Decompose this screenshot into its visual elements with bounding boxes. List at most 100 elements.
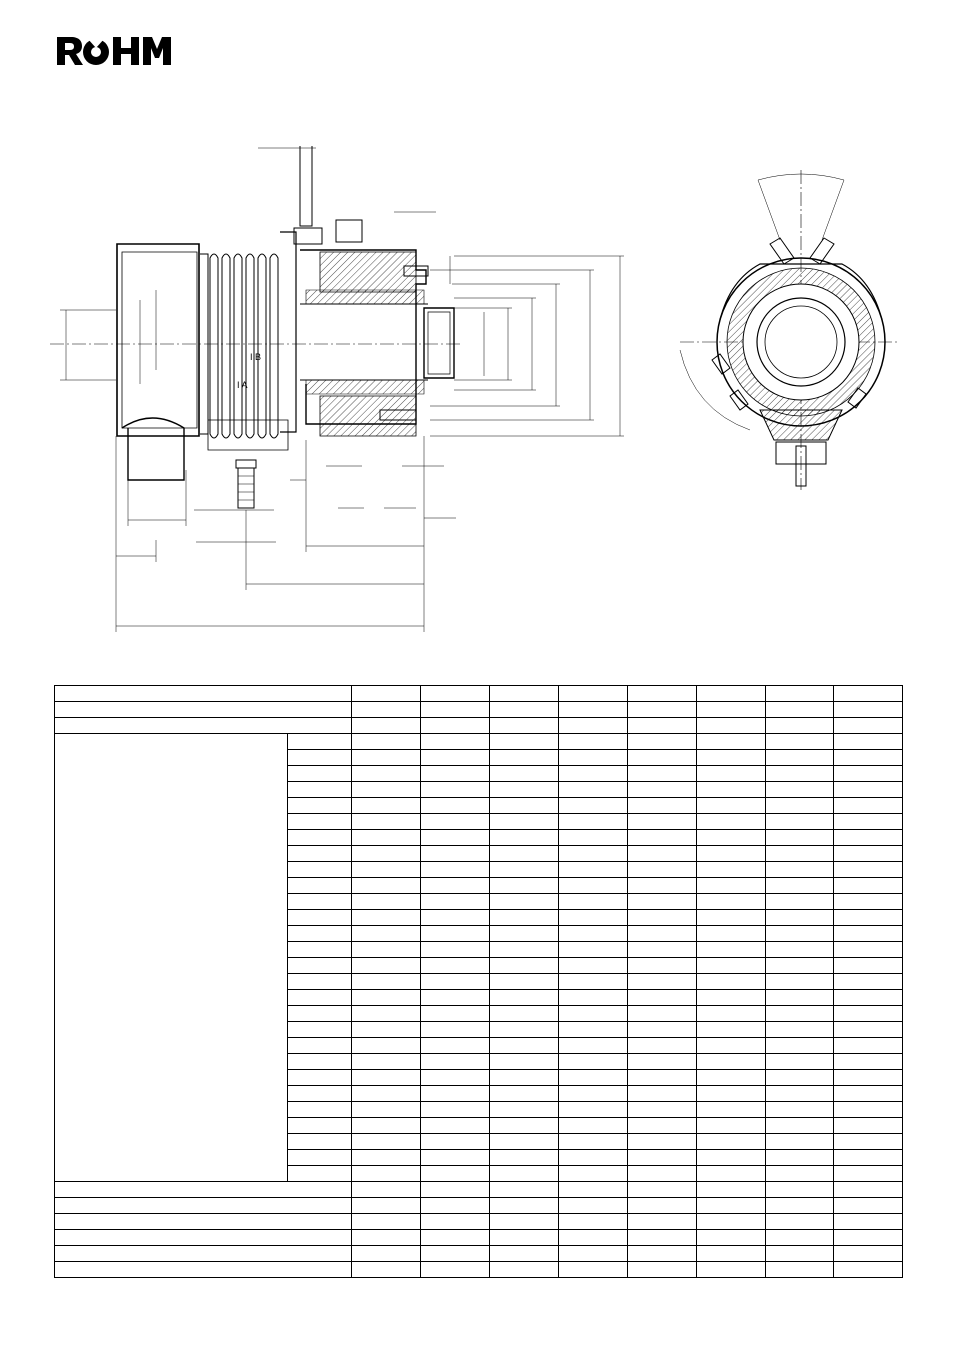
table-cell xyxy=(765,829,834,846)
table-cell xyxy=(627,1181,697,1198)
table-row xyxy=(54,1053,903,1070)
table-cell xyxy=(627,701,697,718)
table-row xyxy=(54,1245,903,1262)
table-cell xyxy=(765,765,834,782)
table-cell xyxy=(54,1133,288,1150)
table-cell xyxy=(420,989,490,1006)
table-cell xyxy=(54,1229,352,1246)
table-cell xyxy=(558,973,628,990)
table-cell xyxy=(558,717,628,734)
table-cell xyxy=(558,893,628,910)
table-cell xyxy=(558,781,628,798)
table-cell xyxy=(54,909,288,926)
table-cell xyxy=(351,1021,421,1038)
table-cell xyxy=(627,717,697,734)
table-cell xyxy=(833,861,903,878)
table-cell xyxy=(833,1117,903,1134)
table-cell xyxy=(420,1021,490,1038)
table-cell xyxy=(54,701,352,718)
table-cell xyxy=(627,1213,697,1230)
table-cell xyxy=(696,1261,766,1278)
table-cell xyxy=(558,701,628,718)
table-cell xyxy=(765,1261,834,1278)
table-cell xyxy=(627,973,697,990)
table-cell xyxy=(420,813,490,830)
table-cell xyxy=(765,701,834,718)
table-cell xyxy=(696,1197,766,1214)
table-cell xyxy=(54,765,288,782)
table-cell xyxy=(833,749,903,766)
table-cell xyxy=(420,1181,490,1198)
table-cell xyxy=(287,1165,352,1182)
table-cell xyxy=(287,733,352,750)
table-cell xyxy=(627,845,697,862)
table-cell xyxy=(765,1101,834,1118)
table-cell xyxy=(489,893,559,910)
table-cell xyxy=(54,829,288,846)
table-cell xyxy=(287,1101,352,1118)
table-cell xyxy=(287,925,352,942)
table-cell xyxy=(696,957,766,974)
table-cell xyxy=(489,1005,559,1022)
table-cell xyxy=(765,1229,834,1246)
table-cell xyxy=(696,925,766,942)
table-row xyxy=(54,749,903,766)
table-cell xyxy=(833,1229,903,1246)
table-cell xyxy=(627,1005,697,1022)
table-cell xyxy=(351,989,421,1006)
table-cell xyxy=(54,1101,288,1118)
table-cell xyxy=(351,925,421,942)
table-row xyxy=(54,957,903,974)
table-cell xyxy=(489,829,559,846)
table-cell xyxy=(351,733,421,750)
table-cell xyxy=(351,1069,421,1086)
table-cell xyxy=(420,893,490,910)
table-cell xyxy=(696,877,766,894)
table-cell xyxy=(627,1197,697,1214)
table-cell xyxy=(696,781,766,798)
table-cell xyxy=(627,861,697,878)
table-cell xyxy=(765,1021,834,1038)
table-cell xyxy=(833,941,903,958)
table-cell xyxy=(489,845,559,862)
table-cell xyxy=(833,1069,903,1086)
table-cell xyxy=(54,717,352,734)
table-cell xyxy=(833,1165,903,1182)
table-cell xyxy=(489,717,559,734)
table-cell xyxy=(287,1037,352,1054)
table-row xyxy=(54,1229,903,1246)
table-cell xyxy=(54,1181,352,1198)
table-cell xyxy=(287,829,352,846)
table-cell xyxy=(420,877,490,894)
table-cell xyxy=(696,1181,766,1198)
table-cell xyxy=(627,733,697,750)
table-cell xyxy=(833,1261,903,1278)
table-cell xyxy=(54,733,288,750)
table-cell xyxy=(489,1245,559,1262)
table-cell xyxy=(420,781,490,798)
table-cell xyxy=(627,877,697,894)
table-cell xyxy=(765,717,834,734)
table-cell xyxy=(54,1021,288,1038)
table-cell xyxy=(54,1117,288,1134)
table-cell xyxy=(351,781,421,798)
table-cell xyxy=(489,909,559,926)
table-cell xyxy=(489,1261,559,1278)
table-cell xyxy=(833,989,903,1006)
table-cell xyxy=(351,1261,421,1278)
table-cell xyxy=(765,781,834,798)
table-row xyxy=(54,1101,903,1118)
table-cell xyxy=(833,1197,903,1214)
table-cell xyxy=(833,1133,903,1150)
table-cell xyxy=(558,909,628,926)
table-cell xyxy=(287,989,352,1006)
table-cell xyxy=(833,877,903,894)
table-cell xyxy=(287,957,352,974)
table-cell xyxy=(287,1149,352,1166)
table-cell xyxy=(558,1053,628,1070)
table-cell xyxy=(765,1005,834,1022)
table-row xyxy=(54,925,903,942)
table-cell xyxy=(489,957,559,974)
table-cell xyxy=(489,1181,559,1198)
table-cell xyxy=(696,1085,766,1102)
